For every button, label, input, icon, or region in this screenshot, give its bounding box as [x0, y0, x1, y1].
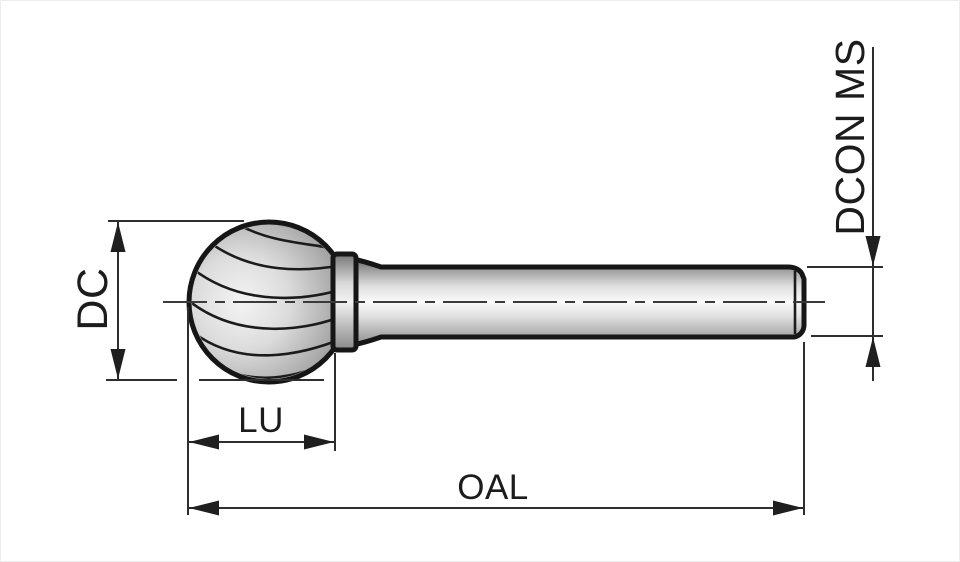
dimension-dcon — [807, 47, 883, 381]
dimension-oal — [188, 342, 805, 516]
lu-label: LU — [238, 401, 284, 440]
dimension-lines — [106, 47, 883, 516]
dcon-ms-label: DCON MS — [827, 38, 873, 235]
dc-arrow-down — [110, 349, 126, 379]
ball-head — [186, 219, 352, 385]
dcon-arrow-up — [865, 337, 881, 367]
lu-arrow-right — [304, 434, 334, 450]
dc-label: DC — [69, 267, 117, 330]
dimension-dc — [106, 220, 324, 381]
oal-label: OAL — [457, 468, 529, 507]
lu-arrow-left — [189, 434, 219, 450]
dc-arrow-up — [110, 222, 126, 252]
oal-arrow-right — [773, 500, 803, 516]
dimension-lu — [187, 307, 336, 515]
oal-arrow-left — [189, 500, 219, 516]
dcon-arrow-down — [865, 236, 881, 266]
